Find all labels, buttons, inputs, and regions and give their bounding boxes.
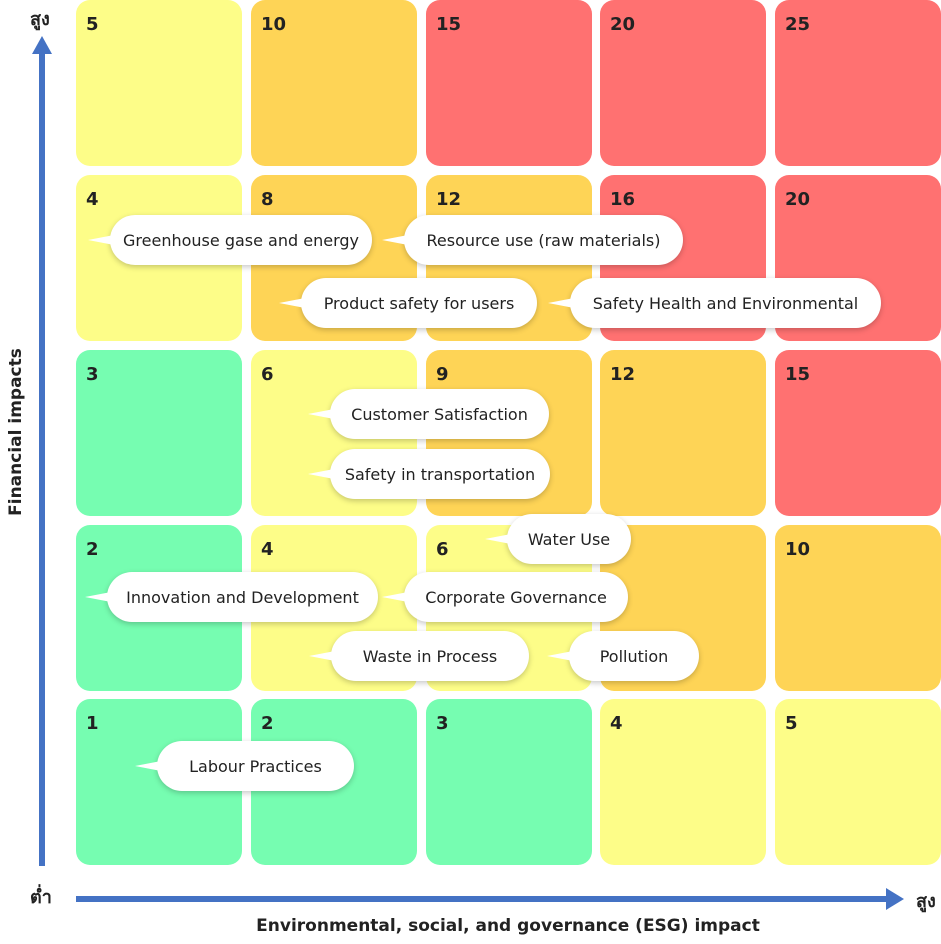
y-axis-arrow [32,36,52,866]
risk-score: 12 [610,364,636,385]
risk-cell: 20 [600,0,766,166]
issue-bubble-customer-satisfaction: Customer Satisfaction [308,389,549,439]
risk-score: 3 [86,364,99,385]
risk-score: 20 [785,189,811,210]
risk-score: 2 [261,713,274,734]
risk-score: 10 [785,539,811,560]
issue-bubble-waste: Waste in Process [309,631,529,681]
risk-score: 15 [436,14,462,35]
risk-score: 5 [785,713,798,734]
risk-cell: 5 [76,0,242,166]
risk-score: 4 [86,189,99,210]
risk-cell: 15 [426,0,592,166]
issue-bubble-innovation: Innovation and Development [85,572,378,622]
risk-cell: 3 [426,699,592,865]
risk-cell: 12 [600,350,766,516]
risk-cell: 25 [775,0,941,166]
axis-low-label: ต่ำ [30,887,52,908]
issue-bubble-product-safety: Product safety for users [279,278,537,328]
risk-score: 5 [86,14,99,35]
issue-bubble-corporate-governance: Corporate Governance [382,572,628,622]
risk-score: 20 [610,14,636,35]
x-axis-high-label: สูง [916,891,936,912]
risk-score: 10 [261,14,287,35]
issue-bubble-greenhouse: Greenhouse gase and energy [88,215,372,265]
risk-score: 9 [436,364,449,385]
issue-bubble-water-use: Water Use [485,514,631,564]
risk-score: 1 [86,713,99,734]
risk-cell: 10 [775,525,941,691]
risk-score: 3 [436,713,449,734]
issue-bubble-resource-use: Resource use (raw materials) [382,215,683,265]
risk-score: 4 [261,539,274,560]
risk-score: 6 [261,364,274,385]
issue-bubble-labour: Labour Practices [135,741,354,791]
issue-bubble-pollution: Pollution [547,631,699,681]
risk-score: 16 [610,189,636,210]
risk-score: 8 [261,189,274,210]
risk-cell: 3 [76,350,242,516]
risk-cell: 10 [251,0,417,166]
x-axis-arrow [76,888,904,910]
issue-bubble-safety-health: Safety Health and Environmental [548,278,881,328]
risk-score: 15 [785,364,811,385]
risk-score: 12 [436,189,462,210]
risk-cell: 4 [600,699,766,865]
risk-cell: 15 [775,350,941,516]
risk-score: 4 [610,713,623,734]
x-axis-label: Environmental, social, and governance (E… [256,916,760,936]
risk-score: 2 [86,539,99,560]
risk-cell: 5 [775,699,941,865]
y-axis-high-label: สูง [30,9,50,30]
risk-score: 25 [785,14,811,35]
y-axis-label: Financial impacts [6,348,26,516]
risk-score: 6 [436,539,449,560]
issue-bubble-safety-transportation: Safety in transportation [308,449,550,499]
